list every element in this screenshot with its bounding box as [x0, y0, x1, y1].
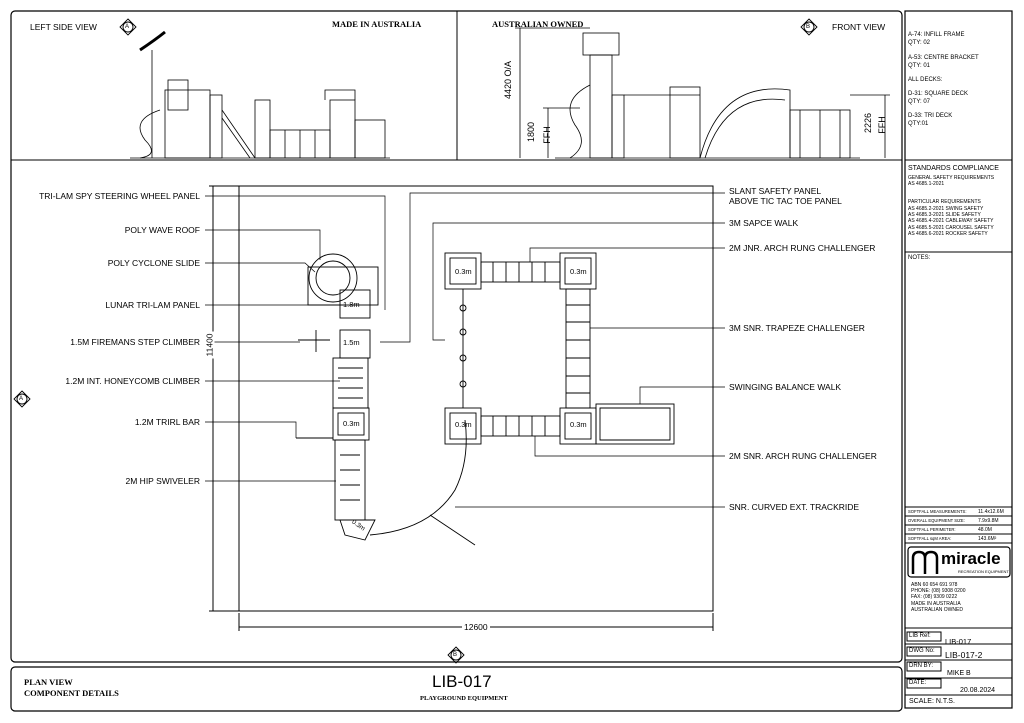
- made-in-australia-label: MADE IN AUSTRALIA: [332, 19, 422, 29]
- standards-general: GENERAL SAFETY REQUIREMENTS AS 4685.1-20…: [908, 175, 995, 188]
- standards-particular-title: PARTICULAR REQUIREMENTS: [908, 199, 981, 205]
- callout-swinging-balance-walk: SWINGING BALANCE WALK: [729, 382, 842, 392]
- deck-height-label: 0.3m: [455, 267, 472, 276]
- deck-height-label: 1.8m: [343, 300, 360, 309]
- drn-by-value: MIKE B: [947, 670, 971, 677]
- plan-width-dim: 12600: [462, 622, 490, 632]
- notes-label: NOTES:: [908, 255, 931, 261]
- callout-firemans-step: 1.5M FIREMANS STEP CLIMBER: [70, 337, 200, 347]
- deck-height-label: 1.5m: [343, 338, 360, 347]
- callout-poly-wave-roof: POLY WAVE ROOF: [124, 225, 200, 235]
- company-contact: ABN 60 654 691 978 PHONE: (08) 9308 0200…: [911, 582, 966, 613]
- component-item: D-33: TRI DECK QTY:01: [908, 113, 953, 127]
- standards-particular-list: AS 4685.2-2021 SWING SAFETY AS 4685.3-20…: [908, 206, 994, 237]
- softfall-value: 7.9x9.8M: [978, 518, 999, 524]
- softfall-label: SOFTFALL MEASUREMENTS:: [908, 509, 967, 514]
- left-side-view-title: LEFT SIDE VIEW: [30, 22, 97, 32]
- view-marker-b-top: B: [806, 24, 811, 30]
- callout-honeycomb-climber: 1.2M INT. HONEYCOMB CLIMBER: [65, 376, 200, 386]
- softfall-value: 11.4x12.6M: [978, 509, 1004, 515]
- plan-height-dim: 11400: [204, 331, 215, 359]
- callout-snr-arch-rung: 2M SNR. ARCH RUNG CHALLENGER: [729, 451, 877, 461]
- callout-steering-wheel-panel: TRI-LAM SPY STEERING WHEEL PANEL: [39, 191, 200, 201]
- drawing-id: LIB-017: [432, 672, 492, 691]
- deck-height-label: 0.3m: [570, 267, 587, 276]
- callout-lunar-panel: LUNAR TRI-LAM PANEL: [105, 300, 200, 310]
- view-marker-b-plan: B: [453, 652, 458, 658]
- component-item: D-31: SQUARE DECK QTY: 07: [908, 91, 969, 105]
- drn-by-label: DRN BY:: [909, 663, 934, 669]
- company-logo: miracle: [941, 549, 1001, 568]
- component-item: A-74: INFILL FRAME QTY: 02: [908, 32, 965, 46]
- callout-space-walk: 3M SAPCE WALK: [729, 218, 799, 228]
- ffh-height-1: 1800: [526, 121, 537, 143]
- scale-label: SCALE: N.T.S.: [909, 698, 955, 705]
- ffh-height-2: 2226: [863, 112, 874, 134]
- callout-slant-line2: ABOVE TIC TAC TOE PANEL: [729, 196, 842, 206]
- overall-height-dim: 4420 O/A: [503, 60, 514, 100]
- ffh-label-2: FFH: [876, 116, 887, 134]
- date-label: DATE:: [909, 680, 927, 686]
- callout-slant-safety-panel: SLANT SAFETY PANEL ABOVE TIC TAC TOE PAN…: [729, 186, 842, 206]
- lib-ref-label: LIB Ref:: [909, 633, 931, 639]
- softfall-value: 143.6M²: [978, 536, 997, 542]
- softfall-value: 48.0M: [978, 527, 992, 533]
- footer-view-line1: PLAN VIEW: [24, 677, 73, 687]
- deck-height-label: 0.3m: [570, 420, 587, 429]
- deck-height-label: 0.3m: [343, 419, 360, 428]
- view-marker-a-top: A: [125, 24, 130, 30]
- standards-title: STANDARDS COMPLIANCE: [908, 165, 999, 172]
- ffh-label-1: FFH: [541, 126, 552, 144]
- lib-ref-value: LIB-017: [945, 637, 972, 646]
- softfall-label: SOFTFALL PERIMETER:: [908, 527, 956, 532]
- front-view-title: FRONT VIEW: [832, 22, 886, 32]
- component-item: ALL DECKS:: [908, 77, 943, 83]
- callout-cyclone-slide: POLY CYCLONE SLIDE: [107, 258, 200, 268]
- deck-height-label: 0.3m: [455, 420, 472, 429]
- softfall-label: SOFTFALL sqM AREA:: [908, 536, 952, 541]
- callout-trapeze-challenger: 3M SNR. TRAPEZE CHALLENGER: [729, 323, 865, 333]
- dwg-no-label: DWG No:: [909, 648, 935, 654]
- dwg-no-value: LIB-017-2: [945, 650, 983, 660]
- component-item: A-53: CENTRE BRACKET QTY: 01: [908, 55, 979, 69]
- callout-curved-trackride: SNR. CURVED EXT. TRACKRIDE: [729, 502, 860, 512]
- footer-view-line2: COMPONENT DETAILS: [24, 688, 119, 698]
- callout-slant-line1: SLANT SAFETY PANEL: [729, 186, 822, 196]
- view-marker-a-plan: A: [19, 396, 24, 402]
- company-tagline: RECREATION EQUIPMENT: [958, 569, 1009, 574]
- australian-owned-label: AUSTRALIAN OWNED: [492, 19, 584, 29]
- softfall-label: OVERALL EQUIPMENT SIZE:: [908, 518, 965, 523]
- callout-hip-swiveler: 2M HIP SWIVELER: [125, 476, 200, 486]
- date-value: 20.08.2024: [960, 687, 996, 694]
- callout-jnr-arch-rung: 2M JNR. ARCH RUNG CHALLENGER: [729, 243, 876, 253]
- callout-trirl-bar: 1.2M TRIRL BAR: [134, 417, 200, 427]
- drawing-subtitle: PLAYGROUND EQUIPMENT: [420, 695, 508, 702]
